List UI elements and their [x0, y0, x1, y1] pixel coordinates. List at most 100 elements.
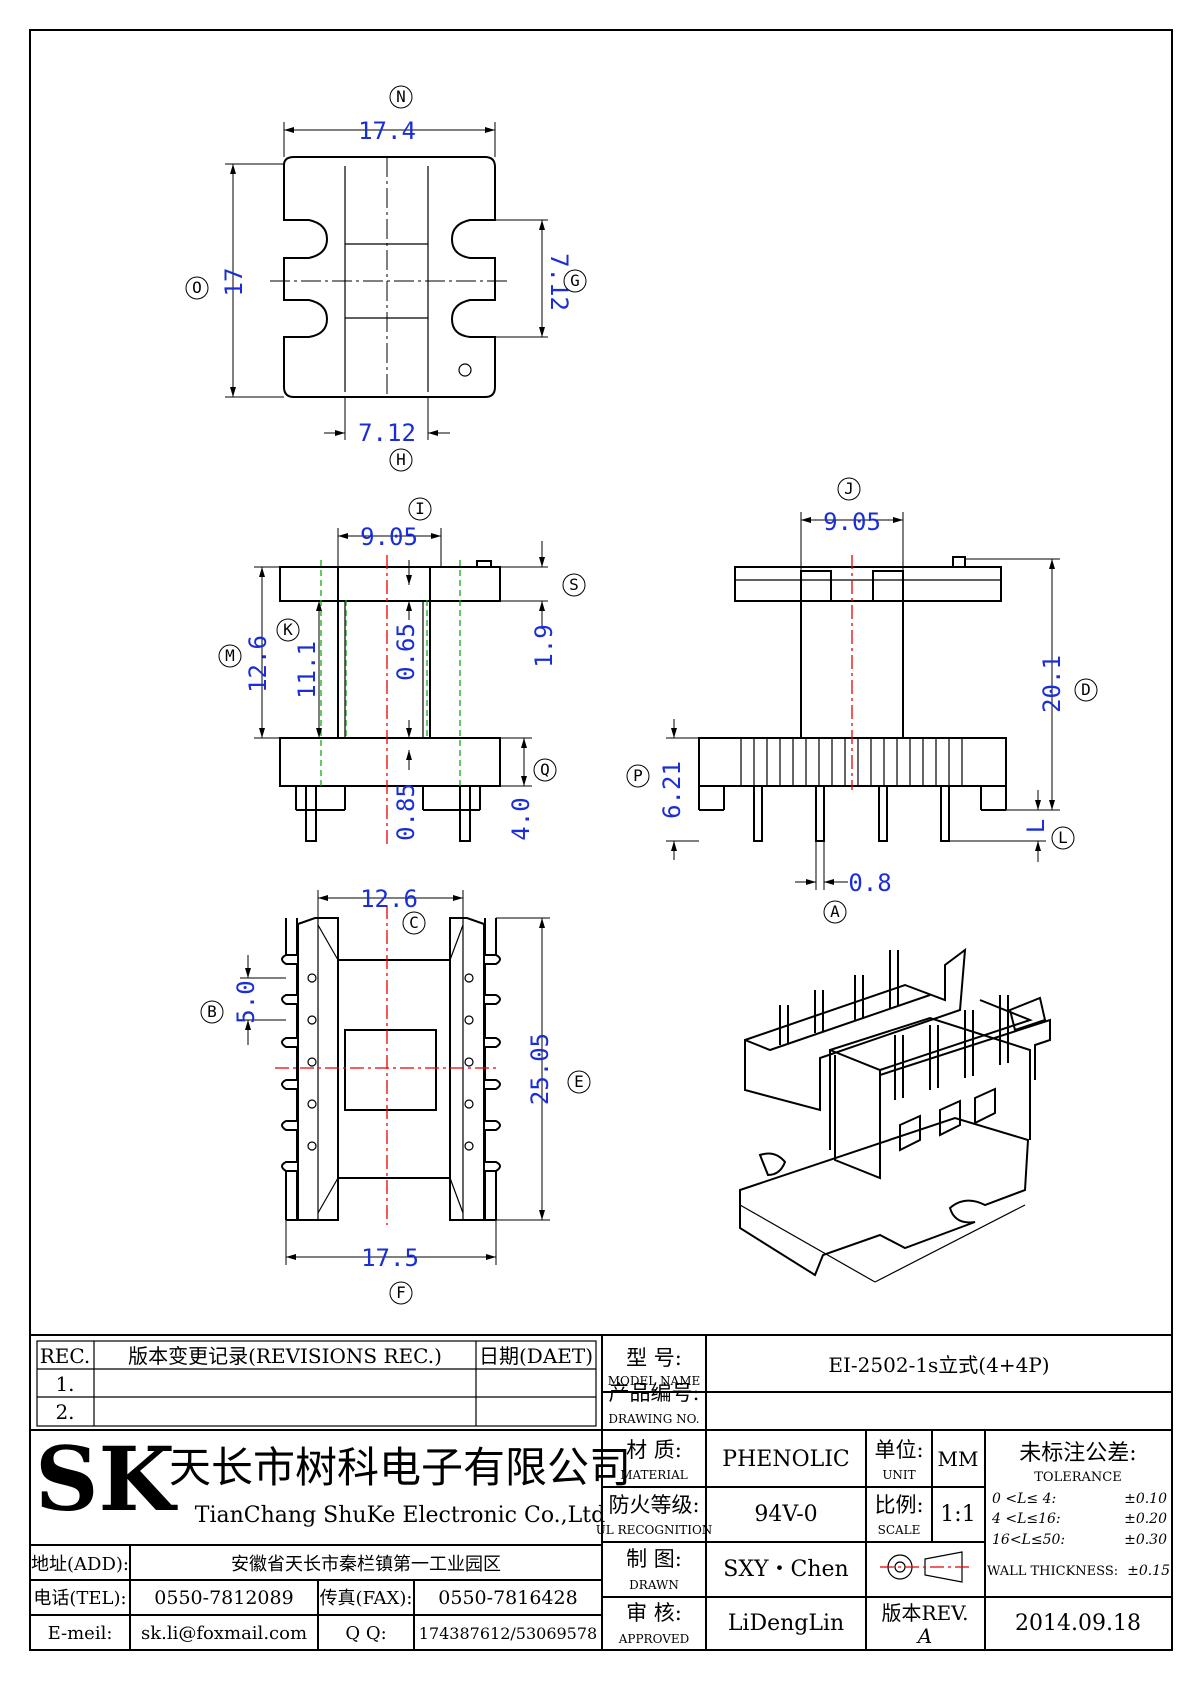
tolerance-range-1: 0 <L≤ 4: [992, 1491, 1056, 1507]
company-name-cn: 天长市树科电子有限公司 [169, 1443, 631, 1492]
approved-label: 审 核: [626, 1601, 682, 1625]
isometric-view [739, 947, 1051, 1283]
tolerance-range-2: 4 <L≤16: [991, 1511, 1061, 1527]
tag-l: L [1058, 828, 1068, 847]
projection-symbol [880, 1551, 970, 1583]
ul-label: 防火等级: [608, 1493, 699, 1517]
tolerance-value-2: ±0.20 [1124, 1511, 1167, 1527]
tag-s: S [569, 575, 579, 594]
unit-label-en: UNIT [882, 1468, 915, 1482]
tag-p: P [633, 766, 643, 785]
drawing-no-label: 产品编号: [608, 1381, 699, 1405]
approved-label-en: APPROVED [618, 1632, 690, 1646]
front-width-dim: 9.05 [360, 523, 418, 551]
side-width-dim: 9.05 [823, 508, 881, 536]
scale-label-en: SCALE [878, 1523, 921, 1537]
fax-label: 传真(FAX): [320, 1588, 413, 1609]
side-ribs [740, 738, 963, 786]
rev-value: A [916, 1624, 932, 1648]
drawing-no-label-en: DRAWING NO. [608, 1412, 699, 1426]
tag-g: G [570, 271, 580, 290]
company-name-en: TianChang ShuKe Electronic Co.,Ltd [195, 1503, 605, 1528]
rev-title: 版本变更记录(REVISIONS REC.) [128, 1344, 442, 1368]
tel-label: 电话(TEL): [33, 1588, 126, 1609]
date-value: 2014.09.18 [1015, 1611, 1141, 1636]
material-label: 材 质: [626, 1438, 682, 1462]
top-center-dim: 7.12 [358, 419, 416, 447]
front-wall-top-dim: 0.65 [392, 623, 420, 681]
tag-n: N [396, 87, 406, 106]
tag-o: O [192, 278, 202, 297]
date-header: 日期(DAET) [479, 1344, 593, 1368]
title-block-grid [29, 1334, 1173, 1651]
approved-value: LiDengLin [728, 1611, 844, 1636]
tolerance-value-3: ±0.30 [1124, 1532, 1167, 1548]
tag-c: C [409, 913, 419, 932]
tolerance-range-3: 16<L≤50: [992, 1532, 1065, 1548]
email-label: E-meil: [48, 1623, 113, 1644]
fax-value: 0550-7816428 [438, 1587, 577, 1609]
side-base-dim: 6.21 [658, 761, 686, 819]
tag-m: M [225, 646, 235, 665]
tag-q: Q [540, 760, 550, 779]
scale-value: 1:1 [940, 1502, 975, 1527]
drawn-label-en: DRAWN [629, 1578, 679, 1592]
tolerance-title: 未标注公差: [1019, 1441, 1136, 1466]
tel-value: 0550-7812089 [154, 1587, 293, 1609]
side-height-dim: 20.1 [1038, 655, 1066, 713]
tolerance-value-1: ±0.10 [1124, 1491, 1167, 1507]
unit-value: MM [938, 1447, 979, 1471]
tag-e: E [574, 1072, 584, 1091]
model-label-en: MODEL NAME [608, 1374, 701, 1388]
front-total-dim: 12.6 [244, 635, 272, 693]
wall-thickness-label: WALL THICKNESS: [987, 1564, 1118, 1579]
tolerance-title-en: TOLERANCE [1034, 1470, 1121, 1485]
side-pin-dia-dim: 0.8 [848, 869, 891, 897]
bottom-height-dim: 25.05 [526, 1033, 554, 1105]
scale-label: 比例: [874, 1493, 923, 1517]
qq-label: Q Q: [345, 1623, 386, 1644]
front-view: 9.05 1.9 12.6 11.1 0.65 0.85 4.0 I S M K… [218, 497, 586, 845]
rev-row-2: 2. [55, 1400, 74, 1424]
rev-row-1: 1. [55, 1372, 74, 1396]
tag-k: K [283, 620, 293, 639]
tag-a: A [830, 902, 840, 921]
front-flange-dim: 1.9 [530, 624, 558, 667]
title-block-text: REC. 版本变更记录(REVISIONS REC.) 日期(DAET) 1. … [31, 1344, 1170, 1648]
material-label-en: MATERIAL [620, 1468, 688, 1482]
tag-f: F [396, 1283, 406, 1302]
ul-label-en: UL RECOGNITION [596, 1523, 713, 1537]
top-height-dim: 17 [220, 268, 248, 297]
material-value: PHENOLIC [722, 1447, 849, 1472]
qq-value: 174387612/53069578 [419, 1624, 597, 1643]
front-wall-bot-dim: 0.85 [392, 783, 420, 841]
front-base-dim: 4.0 [507, 797, 535, 840]
rev-label: 版本REV. [882, 1601, 969, 1625]
rev-header: REC. [40, 1344, 91, 1368]
unit-label: 单位: [874, 1438, 923, 1462]
bottom-total-dim: 17.5 [361, 1244, 419, 1272]
side-view: 9.05 20.1 6.21 L 0.8 J D P L A [626, 477, 1098, 924]
side-pin-len-dim: L [1022, 819, 1050, 833]
address-label: 地址(ADD): [31, 1554, 129, 1575]
tag-j: J [844, 479, 854, 498]
front-inner-dim: 11.1 [293, 641, 321, 699]
bottom-pitch-dim: 5.0 [232, 980, 260, 1023]
drawn-value: SXY・Chen [723, 1557, 848, 1582]
drawn-label: 制 图: [626, 1547, 682, 1571]
wall-thickness-value: ±0.15 [1127, 1563, 1170, 1579]
tag-b: B [207, 1002, 217, 1021]
tag-i: I [415, 499, 425, 518]
model-label: 型 号: [626, 1346, 682, 1370]
company-logo: SK [35, 1427, 179, 1531]
top-width-dim: 17.4 [358, 117, 416, 145]
bottom-width-dim: 12.6 [360, 885, 418, 913]
bottom-view: 12.6 5.0 25.05 17.5 C B E F [200, 885, 591, 1305]
ul-value: 94V-0 [754, 1502, 817, 1527]
tag-h: H [396, 450, 406, 469]
tag-d: D [1081, 680, 1091, 699]
email-value: sk.li@foxmail.com [141, 1623, 307, 1644]
address-value: 安徽省天长市秦栏镇第一工业园区 [231, 1554, 501, 1575]
model-value: EI-2502-1s立式(4+4P) [828, 1353, 1049, 1377]
top-view: 17.4 17 7.12 7.12 N O G H [185, 85, 587, 472]
